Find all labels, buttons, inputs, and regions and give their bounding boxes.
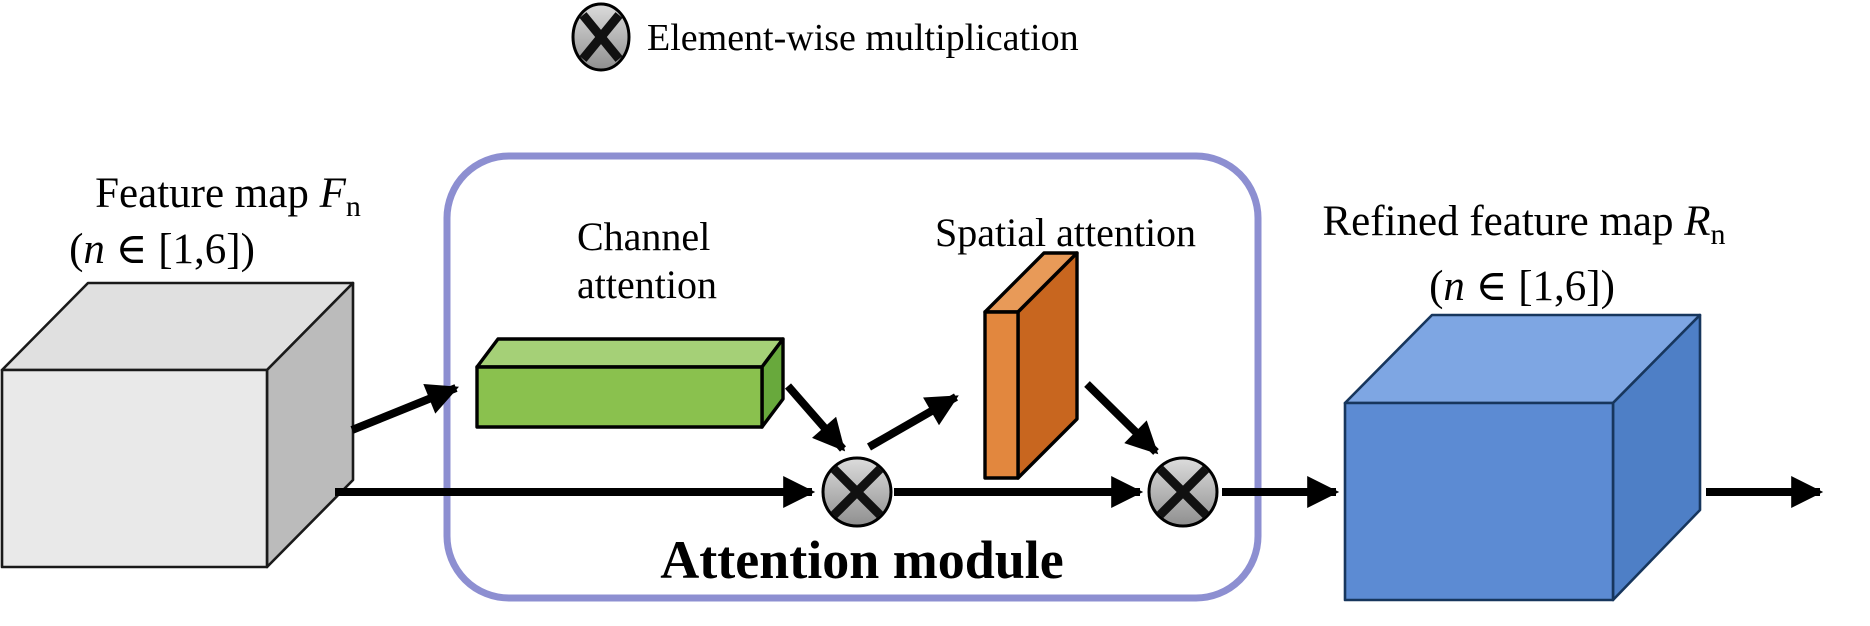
feature-cube-front-face bbox=[0, 368, 269, 569]
feature-map-label-text: Feature map bbox=[95, 170, 319, 217]
refined-map-range: (n ∈ [1,6]) bbox=[1429, 263, 1615, 310]
channel-attention-label-line1: Channel bbox=[577, 214, 710, 259]
feature-map-var: F bbox=[319, 170, 347, 217]
feature-map-range: (n ∈ [1,6]) bbox=[69, 226, 255, 273]
legend: Element-wise multiplication bbox=[571, 2, 1079, 72]
flow-arrows bbox=[335, 381, 1824, 508]
channel-attention-box bbox=[475, 337, 785, 429]
multiply-x-stroke bbox=[579, 12, 623, 62]
spatial-attention-label: Spatial attention bbox=[935, 210, 1196, 255]
channel-box-top-face bbox=[475, 337, 785, 369]
legend-label: Element-wise multiplication bbox=[647, 17, 1079, 59]
refined-map-subscript: n bbox=[1711, 218, 1726, 251]
attention-module-border bbox=[443, 152, 1262, 602]
refined-map-label: Refined feature map Rn bbox=[1322, 198, 1725, 251]
refined-map-var: R bbox=[1683, 198, 1710, 245]
attention-module-title: Attention module bbox=[660, 530, 1064, 590]
channel-box-front-face bbox=[475, 365, 764, 429]
spatial-attention-box bbox=[983, 251, 1079, 480]
spatial-box-front-face bbox=[983, 310, 1020, 480]
arrow-cube-to-channel bbox=[350, 383, 459, 434]
refined-feature-cube bbox=[1343, 313, 1702, 602]
arrow-channel-to-multiply1 bbox=[784, 383, 847, 452]
refined-cube-front-face bbox=[1343, 401, 1615, 602]
multiply-node-2 bbox=[1147, 456, 1219, 528]
feature-map-label: Feature map Fn bbox=[95, 170, 361, 223]
feature-map-cube bbox=[0, 281, 355, 569]
refined-map-label-text: Refined feature map bbox=[1322, 198, 1684, 245]
feature-map-subscript: n bbox=[346, 190, 361, 223]
arrow-spatial-to-multiply2 bbox=[1084, 381, 1159, 455]
arrow-multiply1-to-spatial bbox=[867, 393, 959, 451]
multiply-node-1 bbox=[821, 456, 893, 528]
channel-attention-label-line2: attention bbox=[577, 262, 717, 307]
